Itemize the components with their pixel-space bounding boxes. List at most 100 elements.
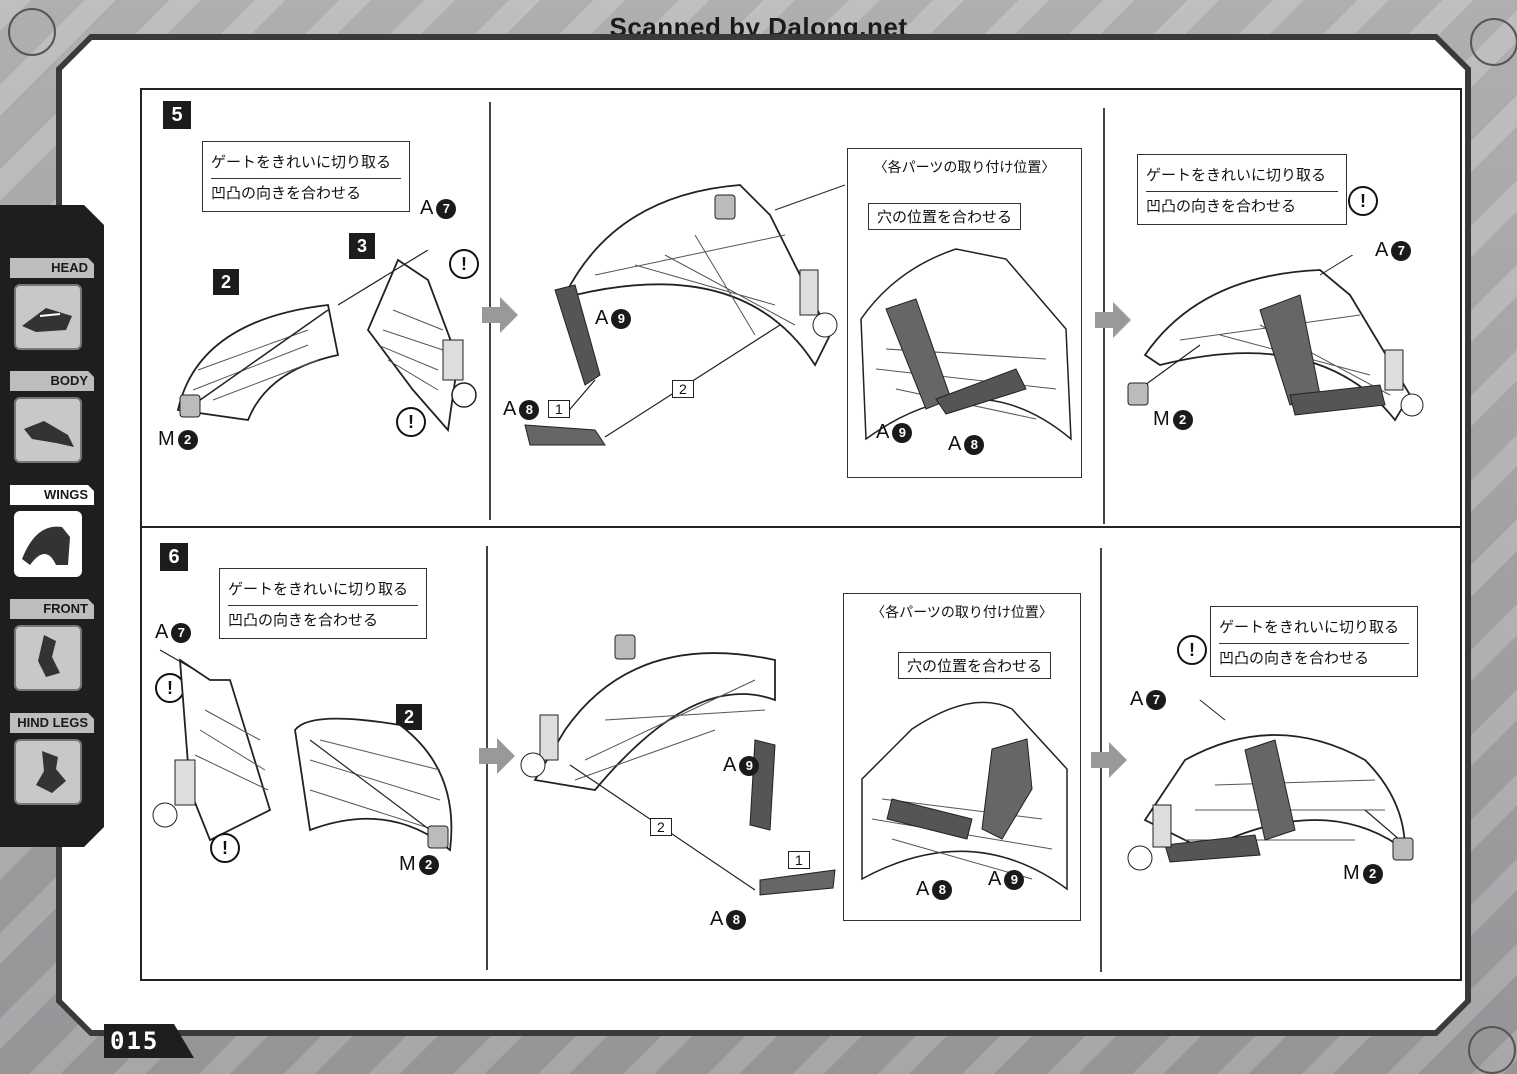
detail-diagram	[861, 701, 1068, 891]
callout-line: ゲートをきれいに切り取る	[1219, 613, 1409, 644]
part-number-badge: 7	[436, 198, 457, 219]
part-number-badge: 9	[739, 755, 760, 776]
callout-line: ゲートをきれいに切り取る	[228, 575, 418, 606]
assembly-step: 2	[672, 380, 694, 398]
wing-diagram-5a	[176, 250, 477, 433]
head-icon	[14, 284, 82, 350]
part-number: 2	[213, 269, 239, 295]
warning-icon: !	[1177, 635, 1207, 665]
callout-line: 凹凸の向きを合わせる	[228, 611, 379, 629]
part-number: 3	[349, 233, 375, 259]
part-prefix: A	[595, 307, 609, 329]
part-prefix: A	[948, 433, 962, 455]
callout-line: 凹凸の向きを合わせる	[1219, 649, 1370, 667]
part-prefix: A	[155, 621, 169, 643]
tab-label: BODY	[10, 371, 94, 391]
warning-icon: !	[1348, 186, 1378, 216]
callout-line: ゲートをきれいに切り取る	[211, 148, 401, 179]
callout-line: 凹凸の向きを合わせる	[1146, 197, 1297, 215]
next-arrow-icon	[479, 738, 515, 774]
body-icon	[14, 397, 82, 463]
detail-diagram	[860, 248, 1072, 441]
inset-hint: 穴の位置を合わせる	[868, 203, 1022, 230]
part-prefix: M	[1343, 862, 1360, 884]
part-number-badge: 9	[1004, 869, 1025, 890]
next-arrow-icon	[1091, 742, 1127, 778]
instruction-callout: ゲートをきれいに切り取る 凹凸の向きを合わせる	[1210, 606, 1418, 677]
part-prefix: M	[158, 428, 175, 450]
part-prefix: A	[916, 878, 930, 900]
part-prefix: A	[503, 398, 517, 420]
callout-line: ゲートをきれいに切り取る	[1146, 161, 1338, 192]
instruction-callout: ゲートをきれいに切り取る 凹凸の向きを合わせる	[219, 568, 427, 639]
next-arrow-icon	[1095, 302, 1131, 338]
part-number-badge: 8	[726, 909, 747, 930]
part-number-badge: 7	[1391, 240, 1412, 261]
wing-diagram-6b	[520, 634, 836, 896]
tab-label: WINGS	[10, 485, 94, 505]
wing-diagram-6c	[1127, 700, 1414, 871]
part-prefix: A	[876, 421, 890, 443]
front-legs-icon	[14, 625, 82, 691]
part-prefix: M	[399, 853, 416, 875]
wing-diagram-5b	[524, 184, 845, 446]
next-arrow-icon	[482, 297, 518, 333]
step-number: 6	[160, 543, 188, 571]
assembly-step: 2	[650, 818, 672, 836]
callout-line: 凹凸の向きを合わせる	[211, 184, 362, 202]
part-number-badge: 8	[964, 434, 985, 455]
wings-icon	[14, 511, 82, 577]
step-divider	[140, 526, 1462, 528]
tab-label: HEAD	[10, 258, 94, 278]
inset-hint: 穴の位置を合わせる	[898, 652, 1052, 679]
warning-icon: !	[210, 833, 240, 863]
inset-title: 〈各パーツの取り付け位置〉	[871, 605, 1053, 621]
page-number: 015	[110, 1027, 160, 1055]
part-number-badge: 8	[519, 399, 540, 420]
part-number-badge: 9	[892, 422, 913, 443]
part-prefix: A	[1130, 688, 1144, 710]
tab-label: HIND LEGS	[10, 713, 94, 733]
instruction-callout: ゲートをきれいに切り取る 凹凸の向きを合わせる	[1137, 154, 1347, 225]
corner-gear-icon	[8, 8, 56, 56]
part-number-badge: 2	[1362, 863, 1383, 884]
corner-gear-icon	[1470, 18, 1517, 66]
part-number-badge: 8	[932, 879, 953, 900]
inset-title: 〈各パーツの取り付け位置〉	[873, 160, 1056, 176]
part-prefix: A	[723, 754, 737, 776]
part-number-badge: 9	[611, 308, 632, 329]
step-number: 5	[163, 101, 191, 129]
tab-label: FRONT LEGS	[10, 599, 94, 619]
part-number-badge: 2	[418, 854, 439, 875]
warning-icon: !	[449, 249, 479, 279]
instruction-callout: ゲートをきれいに切り取る 凹凸の向きを合わせる	[202, 141, 410, 212]
part-number-badge: 7	[171, 622, 192, 643]
wing-diagram-6a	[152, 649, 453, 852]
part-number-badge: 2	[177, 429, 198, 450]
warning-icon: !	[396, 407, 426, 437]
corner-gear-icon	[1468, 1026, 1516, 1074]
part-prefix: A	[1375, 239, 1389, 261]
assembly-step: 1	[548, 400, 570, 418]
hind-legs-icon	[14, 739, 82, 805]
part-prefix: A	[710, 908, 724, 930]
wing-diagram-5c	[1127, 255, 1424, 422]
assembly-step: 1	[788, 851, 810, 869]
